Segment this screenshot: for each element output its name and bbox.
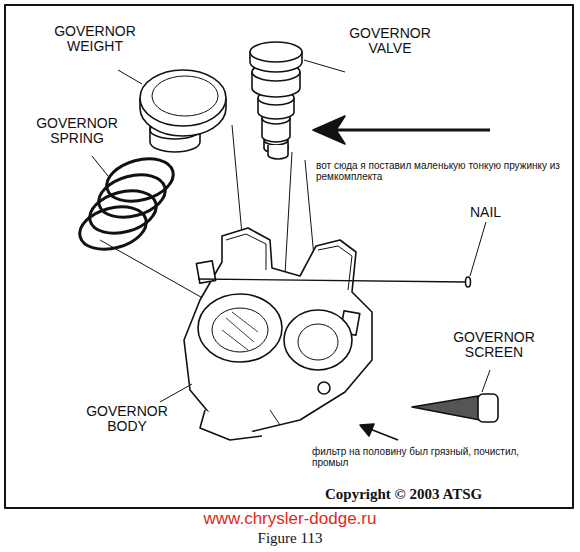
part-name: GOVERNOR WEIGHT	[40, 24, 150, 55]
part-name: GOVERNOR BODY	[72, 404, 182, 435]
part-name: GOVERNOR SCREEN	[434, 330, 554, 361]
governor-weight	[140, 70, 226, 152]
watermark-text: www.chrysler-dodge.ru	[120, 510, 460, 529]
note-text: вот сюда я поставил маленькую тонкую пру…	[316, 160, 566, 182]
governor-screen	[412, 394, 498, 422]
nail	[198, 277, 471, 287]
part-name: GOVERNOR SPRING	[22, 116, 132, 147]
copyright-text: Copyright © 2003 ATSG	[325, 486, 570, 503]
figure-caption: Figure 113	[160, 530, 420, 547]
governor-valve	[250, 42, 302, 159]
part-name: NAIL	[470, 205, 530, 220]
frame	[5, 5, 573, 508]
leader-lines	[92, 60, 490, 402]
part-name: GOVERNOR VALVE	[335, 26, 445, 57]
governor-spring	[75, 152, 178, 256]
governor-body	[184, 228, 372, 440]
note-text: фильтр на половину был грязный, почистил…	[312, 446, 542, 468]
